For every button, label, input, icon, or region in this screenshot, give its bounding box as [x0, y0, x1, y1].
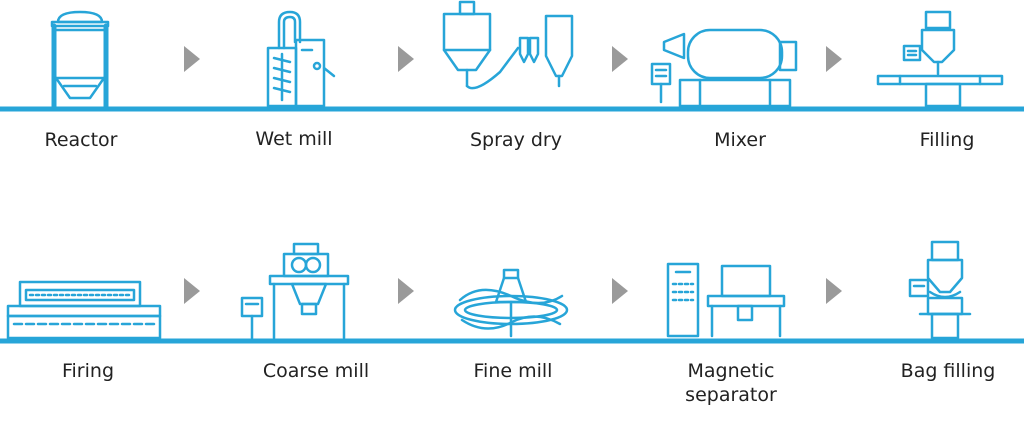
arrow-right-icon	[826, 278, 842, 304]
arrow-right-icon	[398, 46, 414, 72]
step-label-firing: Firing	[61, 360, 115, 382]
arrow-right-icon	[184, 46, 200, 72]
fine-mill-icon	[453, 268, 569, 338]
arrow-right-icon	[612, 46, 628, 72]
wet-mill-icon	[266, 10, 336, 108]
coarse-mill-icon	[240, 242, 350, 340]
bag-filling-icon	[908, 240, 972, 340]
arrow-right-icon	[826, 46, 842, 72]
step-label-fine-mill: Fine mill	[473, 360, 553, 382]
mixer-icon	[650, 28, 798, 108]
step-label-wet-mill: Wet mill	[255, 128, 333, 150]
firing-kiln-icon	[6, 280, 162, 340]
magnetic-separator-icon	[666, 262, 786, 338]
arrow-right-icon	[184, 278, 200, 304]
step-label-reactor: Reactor	[44, 129, 118, 151]
step-label-mixer: Mixer	[714, 129, 766, 151]
spray-dryer-icon	[442, 0, 574, 90]
filling-machine-icon	[876, 10, 1004, 108]
arrow-right-icon	[398, 278, 414, 304]
step-label-filling: Filling	[919, 129, 975, 151]
step-label-bag-filling: Bag filling	[900, 360, 996, 382]
arrow-right-icon	[612, 278, 628, 304]
reactor-icon	[50, 10, 110, 110]
step-label-spray-dry: Spray dry	[470, 129, 562, 151]
step-label-coarse-mill: Coarse mill	[262, 360, 370, 382]
